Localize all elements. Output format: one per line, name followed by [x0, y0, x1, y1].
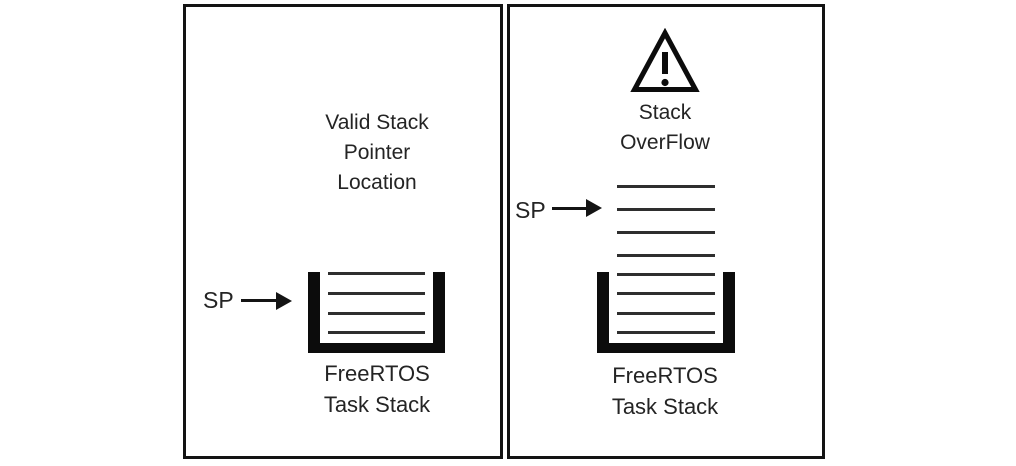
stack-pointer-arrowhead-icon	[586, 199, 602, 217]
task-stack-label: FreeRTOS Task Stack	[612, 360, 718, 422]
stack-memory-line	[617, 231, 715, 234]
stack-label-line: FreeRTOS	[324, 361, 430, 386]
task-stack-bracket	[308, 272, 445, 353]
stack-pointer-arrow	[552, 207, 588, 210]
stack-label-line: Task Stack	[323, 392, 431, 417]
stack-overflow-caption: Stack OverFlow	[620, 98, 710, 158]
caption-line: Pointer	[343, 141, 411, 164]
stack-pointer-label: SP	[203, 287, 234, 313]
caption-line: Stack	[638, 101, 692, 124]
caption-line: OverFlow	[620, 131, 710, 154]
stack-memory-line	[617, 254, 715, 257]
task-stack-bracket	[597, 272, 735, 353]
caption-line: Valid Stack	[325, 111, 429, 134]
stack-pointer-arrow	[241, 299, 276, 302]
stack-pointer-arrowhead-icon	[276, 292, 292, 310]
valid-stack-caption: Valid Stack Pointer Location	[325, 108, 429, 198]
warning-triangle-icon	[630, 27, 700, 100]
valid-stack-panel: Valid Stack Pointer Location SP FreeRTOS…	[183, 4, 503, 459]
stack-memory-line	[617, 185, 715, 188]
stack-label-line: Task Stack	[611, 394, 719, 419]
stack-label-line: FreeRTOS	[612, 363, 718, 388]
stack-pointer-label: SP	[515, 197, 546, 223]
stack-overflow-panel: Stack OverFlow SP FreeRTOS Task Stack	[507, 4, 825, 459]
caption-line: Location	[337, 171, 417, 194]
stack-memory-line	[617, 208, 715, 211]
task-stack-label: FreeRTOS Task Stack	[324, 358, 430, 420]
